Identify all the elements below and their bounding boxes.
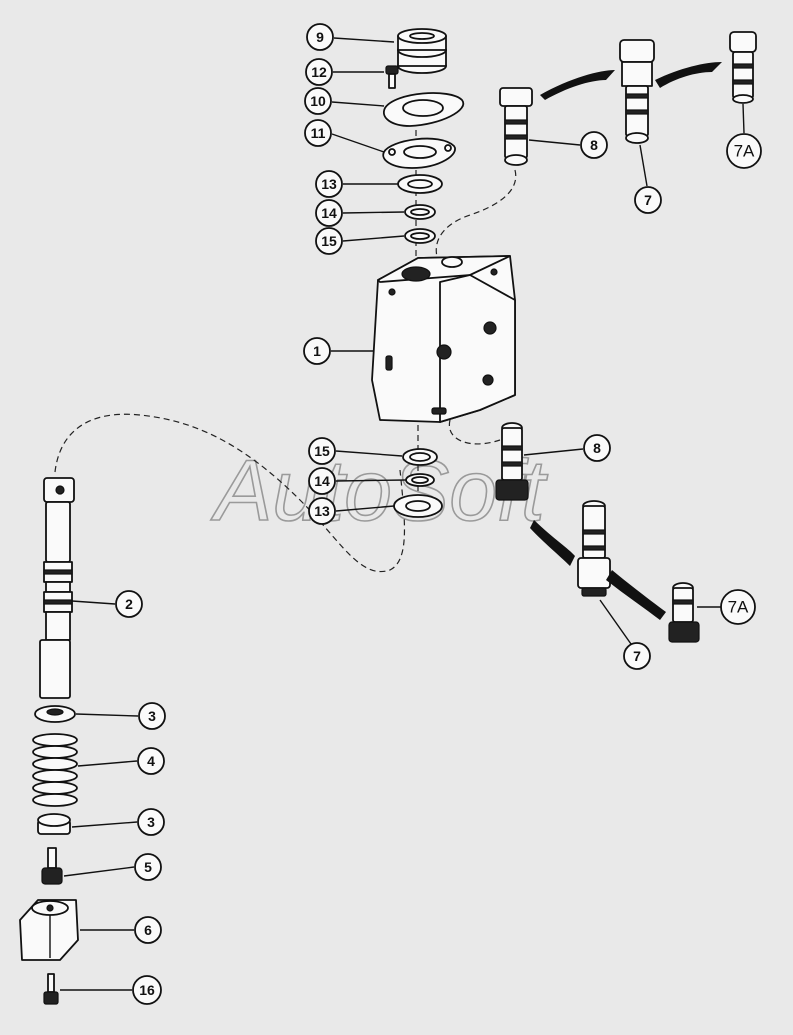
callout-label-8: 8: [590, 137, 598, 153]
part-5-bolt: [41, 847, 63, 885]
part-14-ring-top: [404, 204, 436, 220]
callout-11: 11: [304, 119, 385, 153]
callout-label-1: 1: [313, 343, 321, 359]
transition-arrow-7-to-7a: [655, 62, 722, 88]
assembly-path-spool: [54, 413, 406, 573]
callout-label-8b: 8: [593, 440, 601, 456]
part-4-spring: [32, 733, 78, 807]
callout-15-top: 15: [315, 227, 405, 255]
watermark-text: AutoSoft: [210, 443, 548, 539]
callout-label-7ab: 7A: [728, 598, 749, 617]
callout-9: 9: [306, 23, 395, 51]
part-7a-cartridge-bottom: [668, 582, 700, 643]
callout-label-15b: 15: [314, 443, 330, 459]
part-9-seal-stack: [397, 28, 447, 74]
callout-label-13b: 13: [314, 503, 330, 519]
part-16-screw: [43, 973, 59, 1005]
callout-7-bottom: 7: [599, 599, 651, 670]
callout-8-top: 8: [528, 131, 608, 159]
callout-7-top: 7: [634, 144, 662, 214]
callout-8-bottom: 8: [523, 434, 611, 462]
callout-13-top: 13: [315, 170, 398, 198]
callout-1: 1: [303, 337, 374, 365]
assembly-path-bottom-cartridge: [448, 419, 501, 445]
part-15-ring-top: [404, 228, 436, 244]
part-12-screw: [385, 65, 399, 89]
transition-arrow-8-to-7: [540, 70, 615, 100]
part-11-gasket: [382, 137, 456, 169]
callout-7a-top: 7A: [726, 103, 762, 169]
transition-arrow-8-to-7-bottom: [530, 520, 575, 566]
callout-label-9: 9: [316, 29, 324, 45]
part-14-ring-bottom: [405, 473, 435, 487]
callout-label-11: 11: [311, 125, 326, 141]
callout-label-6: 6: [144, 922, 152, 938]
part-7-cartridge-bottom: [577, 500, 611, 597]
part-3-spring-seat-lower: [37, 813, 71, 835]
callout-label-14b: 14: [314, 473, 330, 489]
callout-label-15: 15: [321, 233, 337, 249]
callout-label-10: 10: [310, 93, 326, 109]
part-2-spool: [39, 477, 75, 699]
part-3-spring-seat-upper: [34, 705, 76, 723]
callout-5: 5: [63, 853, 162, 881]
callout-label-2: 2: [125, 596, 133, 612]
callout-label-13: 13: [321, 176, 337, 192]
part-13-ring-bottom: [393, 494, 443, 518]
part-6-cap: [19, 899, 79, 961]
callout-12: 12: [305, 58, 384, 86]
callout-label-14: 14: [321, 205, 337, 221]
callout-3-lower: 3: [71, 808, 165, 836]
assembly-path-top-cartridge: [435, 169, 517, 266]
callout-label-3: 3: [148, 708, 156, 724]
callout-3-upper: 3: [75, 702, 166, 730]
callout-14-top: 14: [315, 199, 405, 227]
callout-7a-bottom: 7A: [697, 589, 756, 625]
callout-6: 6: [80, 916, 162, 944]
callout-2: 2: [71, 590, 143, 618]
callout-label-7b: 7: [633, 648, 641, 664]
callout-4: 4: [77, 747, 165, 775]
callout-15-bottom: 15: [308, 437, 403, 465]
part-1-valve-body: [371, 255, 516, 423]
part-7a-cartridge-top: [729, 31, 757, 104]
callout-10: 10: [304, 87, 385, 115]
part-10-plate: [383, 92, 465, 127]
callout-label-16: 16: [139, 982, 155, 998]
callout-label-4: 4: [147, 753, 155, 769]
part-8-cartridge-bottom: [495, 422, 529, 501]
part-13-ring-top: [397, 174, 443, 194]
callout-13-bottom: 13: [308, 497, 395, 525]
callout-16: 16: [60, 975, 162, 1005]
part-15-ring-bottom: [402, 448, 438, 466]
callout-label-12: 12: [311, 64, 327, 80]
callout-label-3b: 3: [147, 814, 155, 830]
callout-14-bottom: 14: [308, 467, 407, 495]
callout-label-7: 7: [644, 192, 652, 208]
part-8-cartridge-top: [499, 87, 533, 166]
callout-label-5: 5: [144, 859, 152, 875]
callout-label-7a: 7A: [734, 142, 755, 161]
part-7-cartridge-top: [619, 39, 655, 144]
transition-arrow-7-to-7a-bottom: [606, 570, 666, 620]
